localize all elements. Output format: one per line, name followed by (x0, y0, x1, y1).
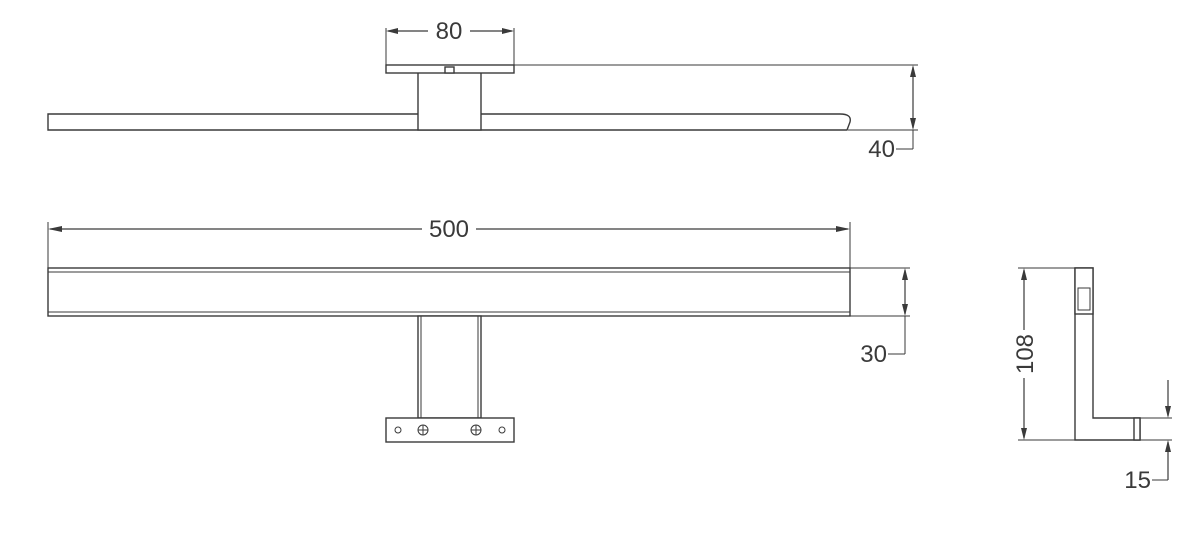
front-view-light-bar (47, 267, 851, 317)
screw-right-icon (470, 424, 482, 436)
top-view: 80 40 (47, 16, 918, 163)
dimension-height-40: 40 (868, 136, 895, 163)
side-view-wall-plate (1133, 417, 1141, 441)
dimension-length-500: 500 (429, 216, 469, 243)
front-view-wall-plate (385, 417, 515, 443)
top-view-stem (417, 71, 482, 131)
mounting-hole-right (498, 426, 506, 434)
side-view: 108 15 (1011, 267, 1172, 494)
side-view-lamp-head (1074, 267, 1094, 315)
mounting-hole-left (394, 426, 402, 434)
front-view-stem (417, 315, 482, 419)
front-view: 500 30 (47, 214, 910, 443)
top-view-screw (444, 66, 455, 74)
dimension-width-80: 80 (436, 18, 463, 45)
screw-left-icon (417, 424, 429, 436)
dimension-height-108: 108 (1012, 334, 1039, 374)
dimension-depth-15: 15 (1124, 467, 1151, 494)
dimension-height-30: 30 (860, 341, 887, 368)
